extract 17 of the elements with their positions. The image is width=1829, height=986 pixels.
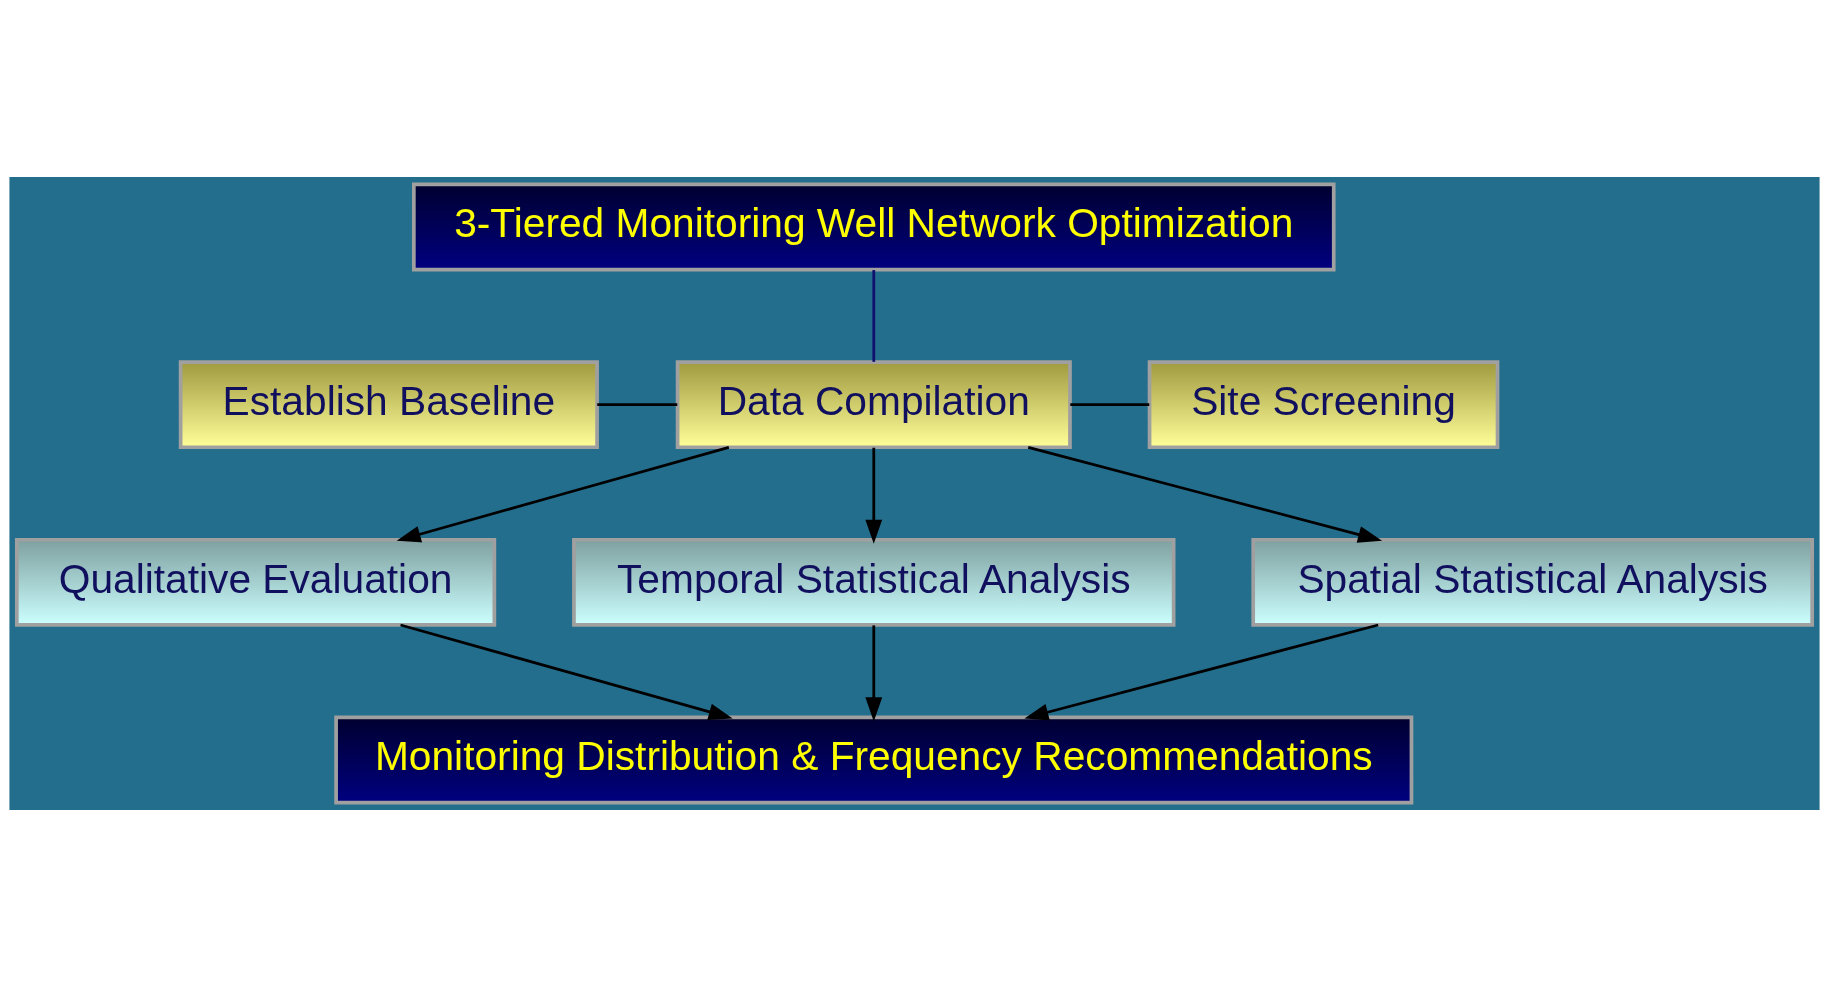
connector — [597, 402, 678, 406]
arrow — [400, 623, 733, 720]
arrow — [1027, 445, 1383, 543]
node-box: Monitoring Distribution & Frequency Recommendations — [334, 715, 1414, 804]
node-box: 3-Tiered Monitoring Well Network Optimization — [412, 182, 1336, 271]
arrow — [396, 445, 730, 542]
node-box: Data Compilation — [675, 359, 1072, 449]
node-box: Spatial Statistical Analysis — [1251, 537, 1815, 627]
node-box: Site Screening — [1147, 359, 1500, 449]
connector — [872, 269, 876, 362]
arrow — [865, 624, 883, 721]
node-box: Temporal Statistical Analysis — [572, 537, 1176, 627]
node-box: Establish Baseline — [178, 359, 599, 449]
arrow — [1024, 623, 1379, 720]
node-box: Qualitative Evaluation — [14, 537, 497, 627]
connector — [1070, 402, 1150, 406]
arrow — [865, 447, 883, 544]
